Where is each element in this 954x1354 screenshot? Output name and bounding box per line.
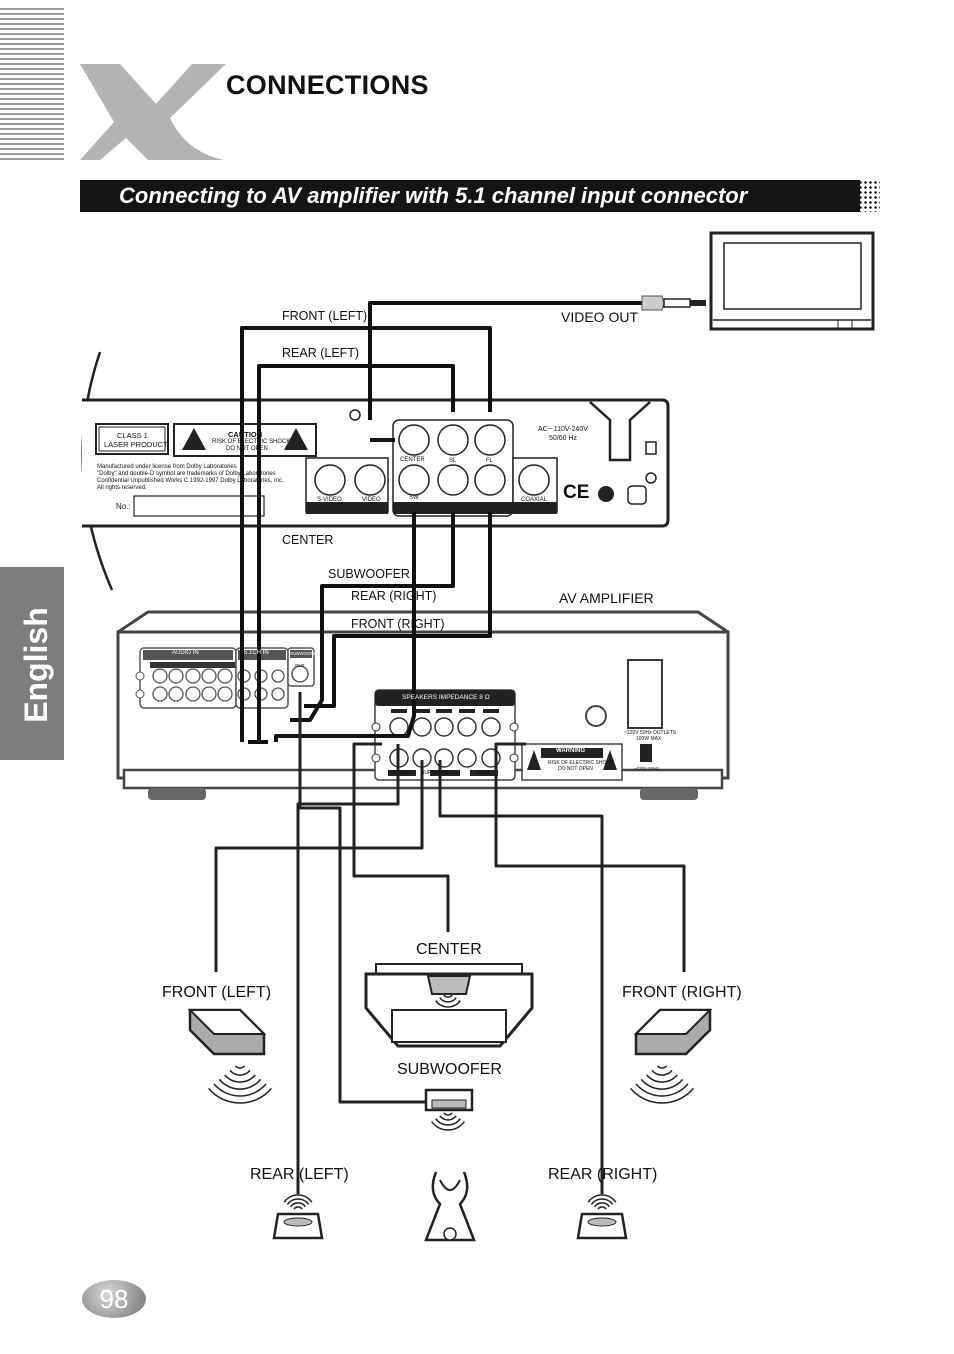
rear-left-speaker-label: REAR (LEFT) <box>250 1166 349 1183</box>
language-tab <box>0 567 64 760</box>
subwoofer-icon <box>424 1088 474 1112</box>
front-right-speaker-icon <box>633 1008 713 1056</box>
caution-title: CAUTION <box>228 430 263 439</box>
ce-mark: CE <box>563 482 590 503</box>
sw-jack-label: SW <box>409 495 419 501</box>
speakers-impedance-label: SPEAKERS IMPEDANCE 8 Ω <box>402 694 490 701</box>
video-label: VIDEO <box>362 497 381 503</box>
svideo-label: S-VIDEO <box>317 497 342 503</box>
ch51-in-label: 5.1CH IN <box>244 650 269 656</box>
license-line1: Manufactured under license from Dolby La… <box>97 464 237 470</box>
caution-line2: DO NOT OPEN <box>226 446 268 452</box>
laser-product-label: LASER PRODUCT <box>104 440 168 449</box>
banner-dots <box>838 180 880 212</box>
subwoofer-out-label2: OUT <box>295 663 305 668</box>
mains-label: ~220V 50Hz <box>634 766 659 771</box>
subwoofer-label: SUBWOOFER <box>397 1061 502 1078</box>
power-rating-line2: 50/60 Hz <box>549 435 578 442</box>
license-line2: "Dolby" and double-D symbol are trademar… <box>97 471 276 477</box>
label-av-amplifier: AV AMPLIFIER <box>559 590 654 606</box>
caution-line1: RISK OF ELECTRIC SHOCK <box>212 439 291 445</box>
outlets-line2: 100W MAX <box>636 736 662 742</box>
label-video-out: VIDEO OUT <box>561 309 639 325</box>
label-center-cable: CENTER <box>282 533 334 547</box>
section-title: Connecting to AV amplifier with 5.1 chan… <box>119 183 748 208</box>
coaxial-label: COAXIAL <box>521 497 548 503</box>
label-front-left-cable: FRONT (LEFT) <box>282 309 368 323</box>
page-title: CONNECTIONS <box>226 70 429 100</box>
label-rear-left-cable: REAR (LEFT) <box>282 346 360 360</box>
channel-center-label: CENTER <box>390 770 411 776</box>
sl-jack-label: SL <box>449 458 457 464</box>
center-speaker-icon <box>364 963 534 1048</box>
serial-label: No.: <box>116 502 131 511</box>
license-line4: All rights reserved. <box>97 485 147 491</box>
channel-front-label: FRONT <box>476 770 494 776</box>
label-rear-right-cable: REAR (RIGHT) <box>351 589 437 603</box>
section-banner <box>80 180 860 212</box>
label-subwoofer-cable: SUBWOOFER <box>328 567 410 581</box>
front-left-speaker-icon <box>187 1008 267 1056</box>
center-jack-label: CENTER <box>400 457 425 463</box>
speaker-terminals <box>371 709 519 776</box>
channel-surround-label: SURROUND <box>421 770 450 776</box>
warning-line2: DO NOT OPEN <box>558 766 593 772</box>
class1-label: CLASS 1 <box>117 431 148 440</box>
subwoofer-out-label: SUBWOOFER <box>290 651 320 656</box>
center-speaker-label: CENTER <box>416 941 482 958</box>
page-number: 98 <box>99 1284 129 1314</box>
rca-cables <box>240 301 645 744</box>
tv-icon <box>709 231 875 331</box>
sound-waves <box>208 994 694 1210</box>
listener-icon <box>424 1171 476 1242</box>
rear-right-speaker-label: REAR (RIGHT) <box>548 1166 658 1183</box>
x-logo <box>80 64 226 160</box>
warning-title: WARNING <box>556 748 585 754</box>
page-number-badge <box>82 1280 146 1318</box>
front-right-speaker-label: FRONT (RIGHT) <box>622 984 742 1001</box>
power-rating-line1: AC~ 110V-240V <box>538 426 588 433</box>
warning-line1: RISK OF ELECTRIC SHOCK <box>548 760 614 766</box>
label-front-right-cable: FRONT (RIGHT) <box>351 617 445 631</box>
outlets-line1: ~220V 50Hz OUTLETS <box>624 730 677 736</box>
dvd-player-panel <box>81 351 670 591</box>
rear-left-speaker-icon <box>272 1212 324 1240</box>
video-cable-connector <box>641 295 706 311</box>
fl-jack-label: FL <box>486 458 494 464</box>
av-amplifier <box>116 610 730 800</box>
rear-right-speaker-icon <box>576 1212 628 1240</box>
audio-in-label: AUDIO IN <box>172 650 199 656</box>
speaker-wires <box>214 692 686 1194</box>
header-stripes <box>0 8 64 163</box>
front-left-speaker-label: FRONT (LEFT) <box>162 984 272 1001</box>
license-line3: Confidential Unpublished Works C 1992-19… <box>97 478 284 484</box>
